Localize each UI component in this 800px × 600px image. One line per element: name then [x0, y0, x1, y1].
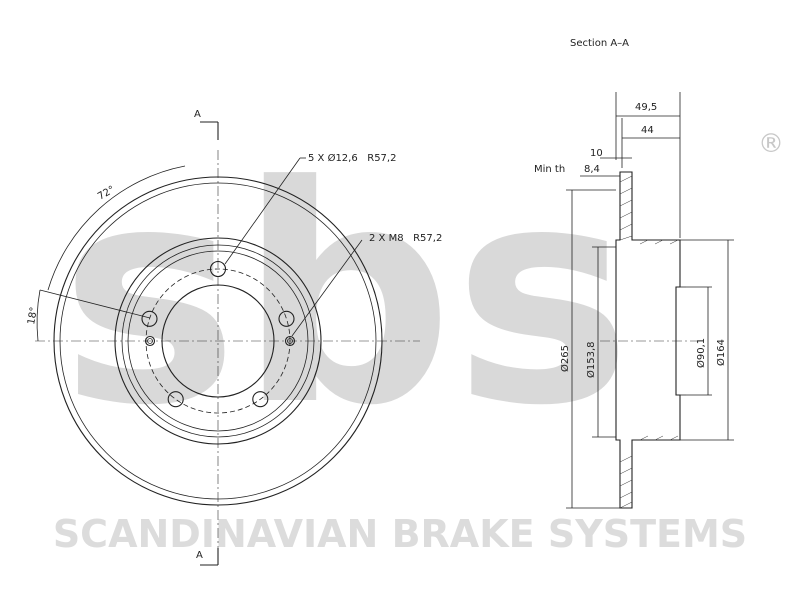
- bolt-hole: [252, 391, 269, 408]
- dim-overall-width: 49,5: [635, 102, 657, 113]
- min-thickness-label: Min th: [534, 164, 565, 175]
- angle-18-arc: [36, 289, 41, 342]
- bolt-holes: [141, 260, 295, 408]
- bolt-hole: [167, 391, 184, 408]
- hat-edge: [121, 244, 315, 438]
- threads-callout-leader: [291, 239, 363, 337]
- hat-inner-edge: [127, 250, 309, 432]
- holes-callout-leader: [224, 157, 301, 265]
- watermark-letters: sbs: [60, 122, 632, 471]
- brand-footer: SCANDINAVIAN BRAKE SYSTEMS: [52, 512, 748, 556]
- threaded-holes: [144, 335, 296, 347]
- holes-callout: 5 X Ø12,6 R57,2: [308, 152, 396, 164]
- disc-outer-chamfer: [59, 182, 377, 500]
- threaded-hole-core: [287, 338, 293, 344]
- sbs-watermark: sbs ®: [60, 122, 784, 471]
- bolt-hole: [209, 260, 227, 278]
- threaded-hole: [284, 335, 296, 347]
- bolt-hole: [141, 310, 158, 327]
- bolt-hole: [278, 310, 295, 327]
- front-view: A A 72° 18°: [26, 109, 442, 566]
- friction-inner-edge: [114, 237, 322, 445]
- dia-hat: Ø164: [715, 339, 727, 366]
- angle-18-label: 18°: [26, 306, 40, 325]
- section-marker-bottom: A: [196, 550, 203, 561]
- min-thickness-value: 8,4: [584, 164, 600, 175]
- threads-callout: 2 X M8 R57,2: [369, 233, 442, 244]
- registered-mark: ®: [758, 129, 784, 159]
- section-marker-top: A: [194, 109, 201, 120]
- section-view: Section A–A 49,5 44 10 Min th 8,4 Ø265 Ø…: [534, 38, 734, 509]
- dim-hat-width: 44: [641, 125, 654, 136]
- threaded-hole-core: [147, 338, 153, 344]
- section-hatch: [619, 175, 679, 509]
- angle-72-arc: [47, 165, 186, 291]
- dia-center-bore: Ø90,1: [695, 338, 707, 368]
- dia-friction-inner: Ø153,8: [585, 342, 597, 379]
- angle-18-leader: [39, 289, 151, 319]
- disc-outer-edge: [53, 176, 383, 506]
- dia-outer: Ø265: [559, 345, 571, 372]
- dim-thickness: 10: [590, 148, 603, 159]
- section-title: Section A–A: [570, 38, 629, 49]
- threaded-hole: [144, 335, 156, 347]
- center-bore: [161, 284, 275, 398]
